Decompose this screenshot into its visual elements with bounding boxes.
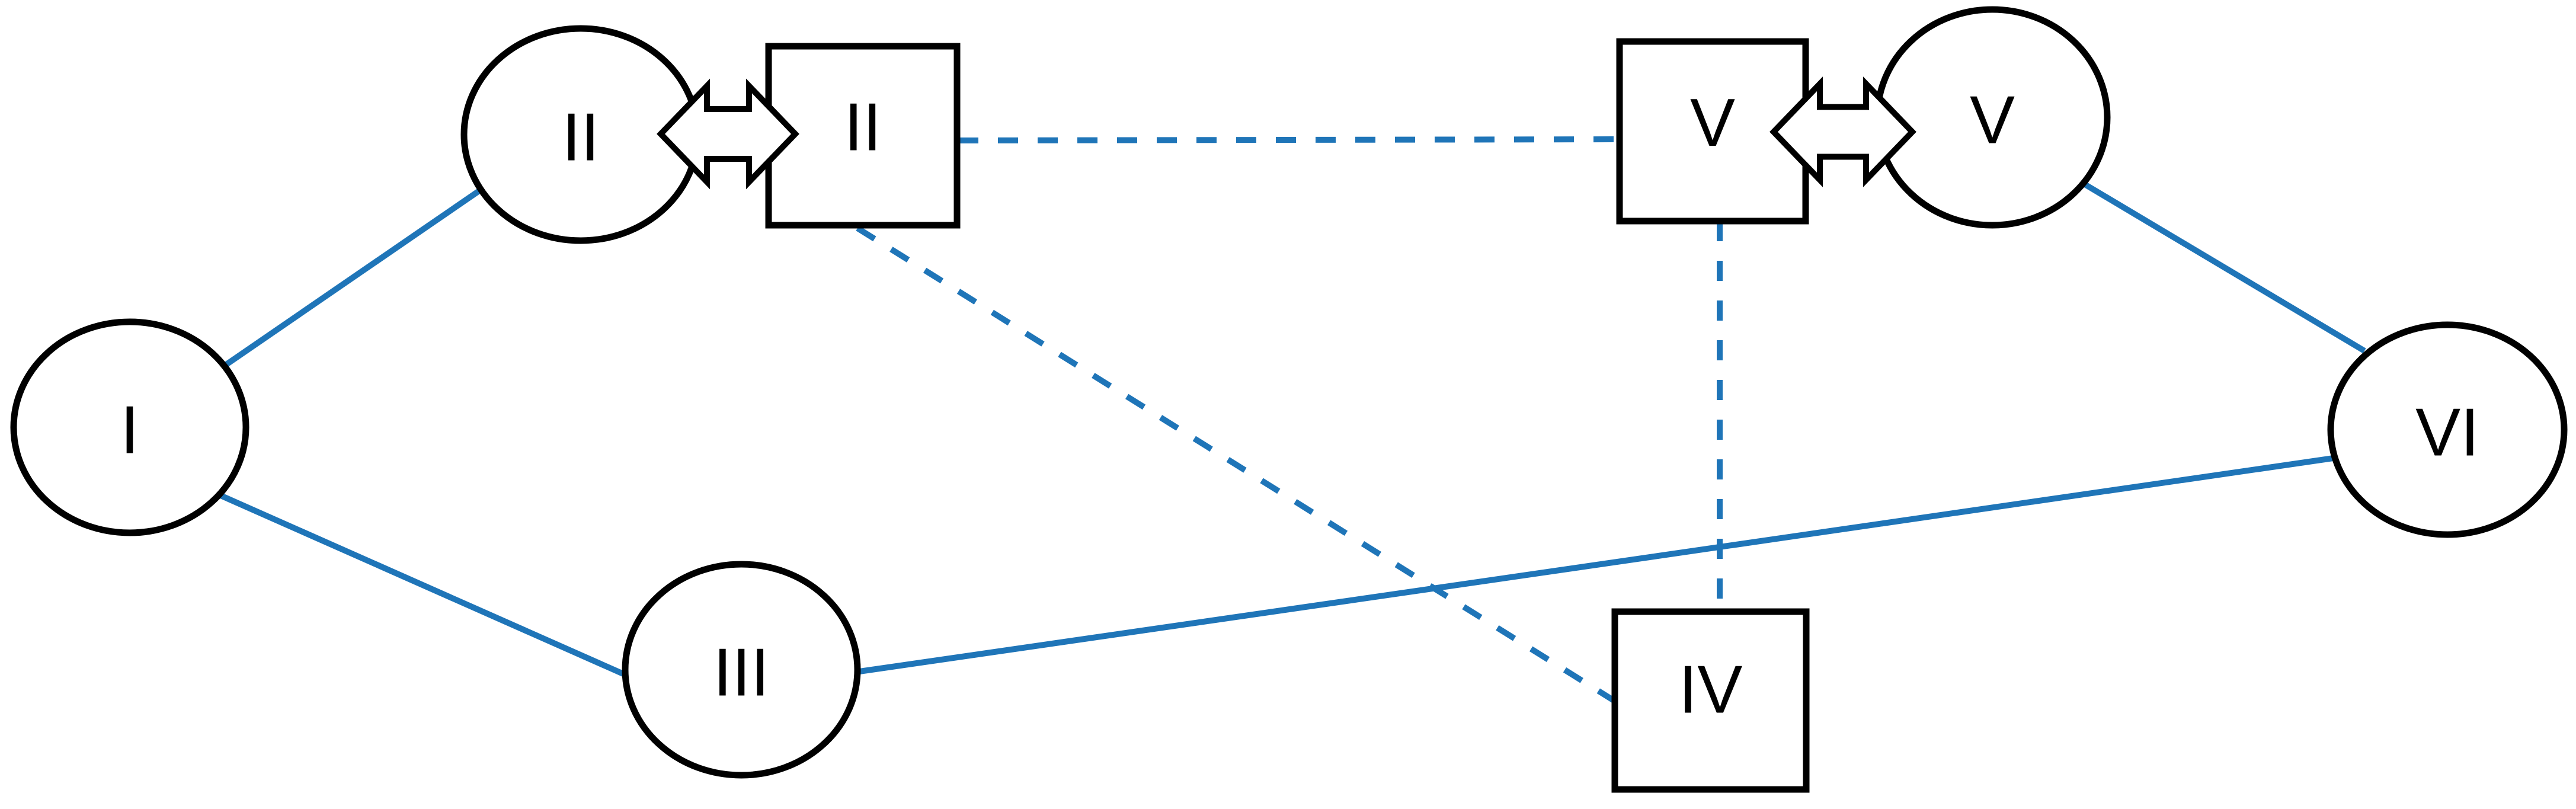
double-arrow-II [657, 78, 799, 190]
node-label-circle-III: III [713, 635, 769, 711]
node-square-II [765, 43, 961, 229]
node-label-square-V: V [1690, 85, 1735, 161]
node-circle-III [622, 561, 861, 779]
node-label-square-II: II [844, 90, 881, 165]
node-label-circle-VI: VI [2415, 395, 2479, 471]
edge-square-II-square-IV-dashed [856, 225, 1617, 704]
node-label-circle-II: II [562, 100, 599, 175]
nodes-layer [10, 6, 2568, 793]
edge-circle-V-circle-VI-solid [2080, 180, 2366, 354]
edges-layer [217, 136, 2366, 704]
edge-circle-III-circle-VI-solid [859, 455, 2334, 674]
node-square-IV [1611, 608, 1810, 793]
edge-circle-I-circle-III-solid [217, 492, 637, 682]
node-label-square-IV: IV [1679, 653, 1743, 728]
connectors-layer [657, 76, 1916, 190]
node-circle-VI [2327, 321, 2568, 538]
node-label-circle-V: V [1970, 83, 2015, 158]
edge-square-II-square-V-dashed [958, 136, 1620, 143]
double-arrow-V [1769, 76, 1916, 187]
node-label-circle-I: I [120, 393, 139, 468]
node-circle-I [10, 318, 249, 536]
edge-circle-I-circle-II-solid [219, 187, 482, 371]
